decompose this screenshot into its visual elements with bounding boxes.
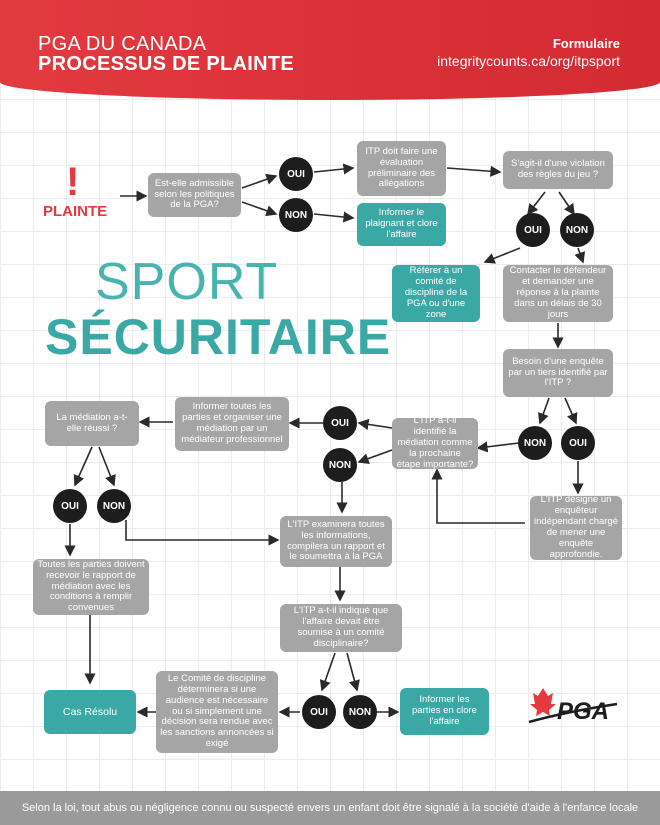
refer-committee-step: Référer à un comité de discipline de la … (392, 265, 480, 322)
contact-respondent-step: Contacter le défendeur et demander une r… (503, 265, 613, 322)
investigation-question: Besoin d'une enquête par un tiers identi… (503, 349, 613, 397)
decision-yes: OUI (279, 157, 313, 191)
admissible-question: Est-elle admissible selon les politiques… (148, 173, 241, 217)
page-title: PROCESSUS DE PLAINTE (38, 53, 295, 75)
disciplinary-question: L'ITP a-t-il indiqué que l'affaire devai… (280, 604, 402, 652)
case-resolved-step: Cas Résolu (44, 690, 136, 734)
decision-yes: OUI (561, 426, 595, 460)
decision-no: NON (518, 426, 552, 460)
form-label: Formulaire (552, 36, 620, 51)
decision-no: NON (97, 489, 131, 523)
committee-decision-step: Le Comité de discipline déterminera si u… (156, 671, 278, 753)
pga-logo: PGA (528, 688, 618, 725)
inform-close-step: Informer le plaignant et clore l'affaire (357, 203, 446, 246)
decision-yes: OUI (323, 406, 357, 440)
mediator-step: Informer toutes les parties et organiser… (175, 397, 289, 451)
decision-no: NON (323, 448, 357, 482)
violation-question: S'agit-il d'une violation des règles du … (503, 151, 613, 189)
decision-no: NON (560, 213, 594, 247)
itp-evaluation-step: ITP doit faire une évaluation préliminai… (357, 141, 446, 196)
slogan-line-1: SPORT (95, 253, 279, 311)
header-banner: PGA DU CANADA PROCESSUS DE PLAINTE Formu… (0, 0, 660, 100)
decision-yes: OUI (302, 695, 336, 729)
start-label: PLAINTE (43, 203, 108, 220)
org-name: PGA DU CANADA (38, 33, 207, 55)
investigator-step: L'ITP désigne un enquêteur indépendant c… (530, 494, 622, 560)
decision-yes: OUI (516, 213, 550, 247)
mediation-report-step: Toutes les parties doivent recevoir le r… (33, 559, 149, 615)
mediation-success-question: La médiation a-t-elle réussi ? (45, 401, 139, 446)
footer-notice: Selon la loi, tout abus ou négligence co… (0, 791, 660, 825)
mediation-question: L'ITP a-t-il identifié la médiation comm… (392, 415, 478, 470)
form-link[interactable]: integritycounts.ca/org/itpsport (437, 53, 620, 69)
decision-yes: OUI (53, 489, 87, 523)
decision-no: NON (343, 695, 377, 729)
itp-review-step: L'ITP examinera toutes les informations,… (280, 516, 392, 567)
inform-parties-close-step: Informer les parties en clore l'affaire (400, 688, 489, 735)
alert-icon: ! (66, 160, 80, 204)
pga-logo-text: PGA (557, 698, 609, 725)
decision-no: NON (279, 198, 313, 232)
slogan-line-2: SÉCURITAIRE (45, 309, 392, 365)
